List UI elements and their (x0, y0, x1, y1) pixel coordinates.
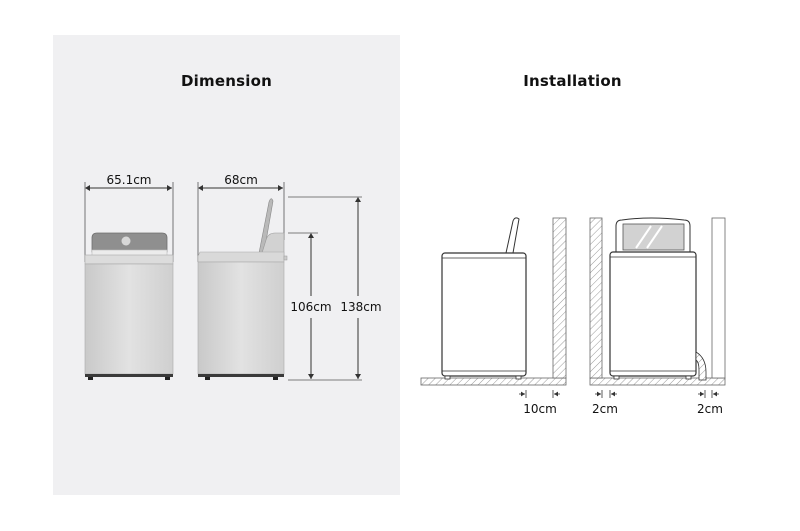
floor (420, 377, 567, 386)
left-wall (589, 217, 603, 379)
dial-knob-icon (121, 236, 131, 246)
body-height-label: 106cm (290, 300, 331, 314)
dimension-title: Dimension (181, 72, 272, 90)
right-wall (711, 217, 726, 379)
floor (589, 377, 726, 386)
installation-front-view: 2cm 2cm (589, 217, 726, 416)
installation-title: Installation (523, 72, 622, 90)
installation-side-view: 10cm (420, 217, 567, 416)
rear-clearance-label: 10cm (523, 402, 557, 416)
drain-hose (695, 351, 707, 381)
width-label: 65.1cm (106, 173, 151, 187)
right-clearance-label: 2cm (697, 402, 723, 416)
lid-open-height-label: 138cm (340, 300, 381, 314)
front-view-washer: 65.1cm (84, 173, 174, 380)
side-view-washer: 68cm 106cm 138cm (197, 173, 382, 381)
depth-label: 68cm (224, 173, 258, 187)
open-lid (258, 198, 274, 254)
left-clearance-label: 2cm (592, 402, 618, 416)
rear-wall (552, 217, 567, 379)
